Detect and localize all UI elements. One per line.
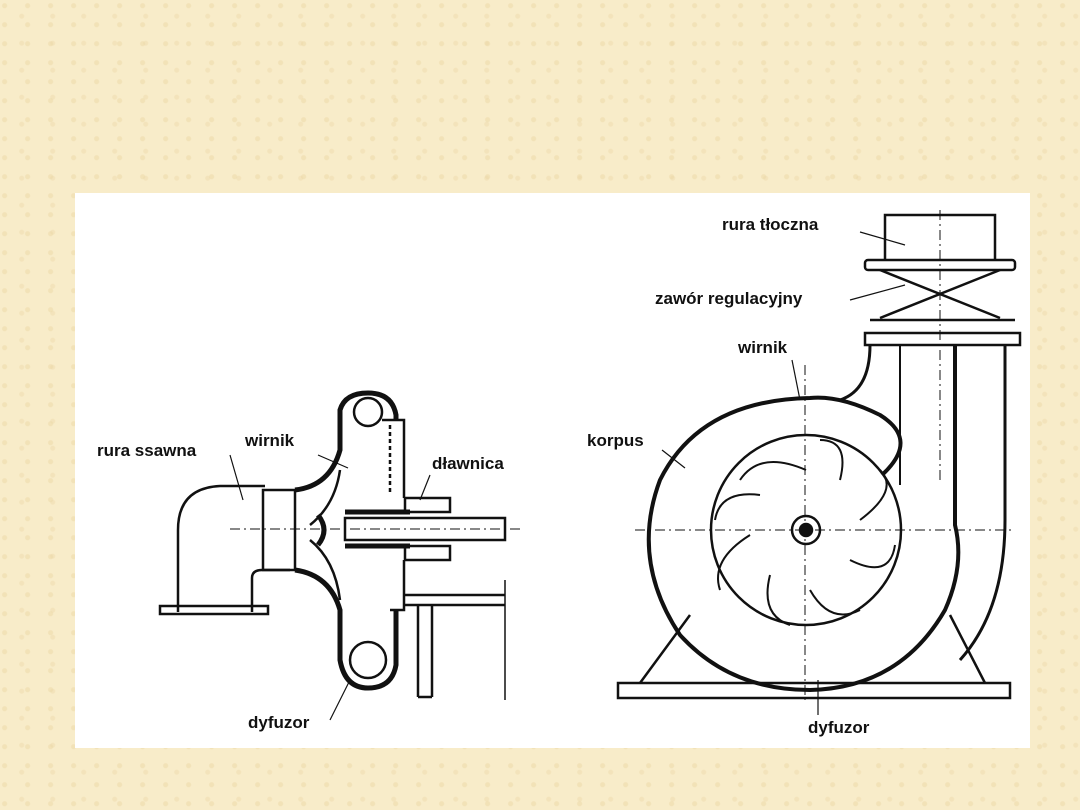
left-leaders [229, 454, 431, 721]
label-impeller-right: wirnik [738, 338, 788, 357]
label-impeller-left: wirnik [245, 431, 295, 450]
label-diffuser-left: dyfuzor [248, 713, 310, 732]
label-diffuser-right: dyfuzor [808, 718, 870, 737]
label-control-valve: zawór regulacyjny [655, 289, 803, 308]
label-gland: dławnica [432, 454, 504, 473]
right-pump-view [616, 210, 1022, 700]
label-suction-pipe: rura ssawna [97, 441, 197, 460]
label-casing: korpus [587, 431, 644, 450]
left-pump-section [158, 390, 520, 700]
right-leaders [661, 231, 906, 715]
label-discharge-pipe: rura tłoczna [722, 215, 819, 234]
